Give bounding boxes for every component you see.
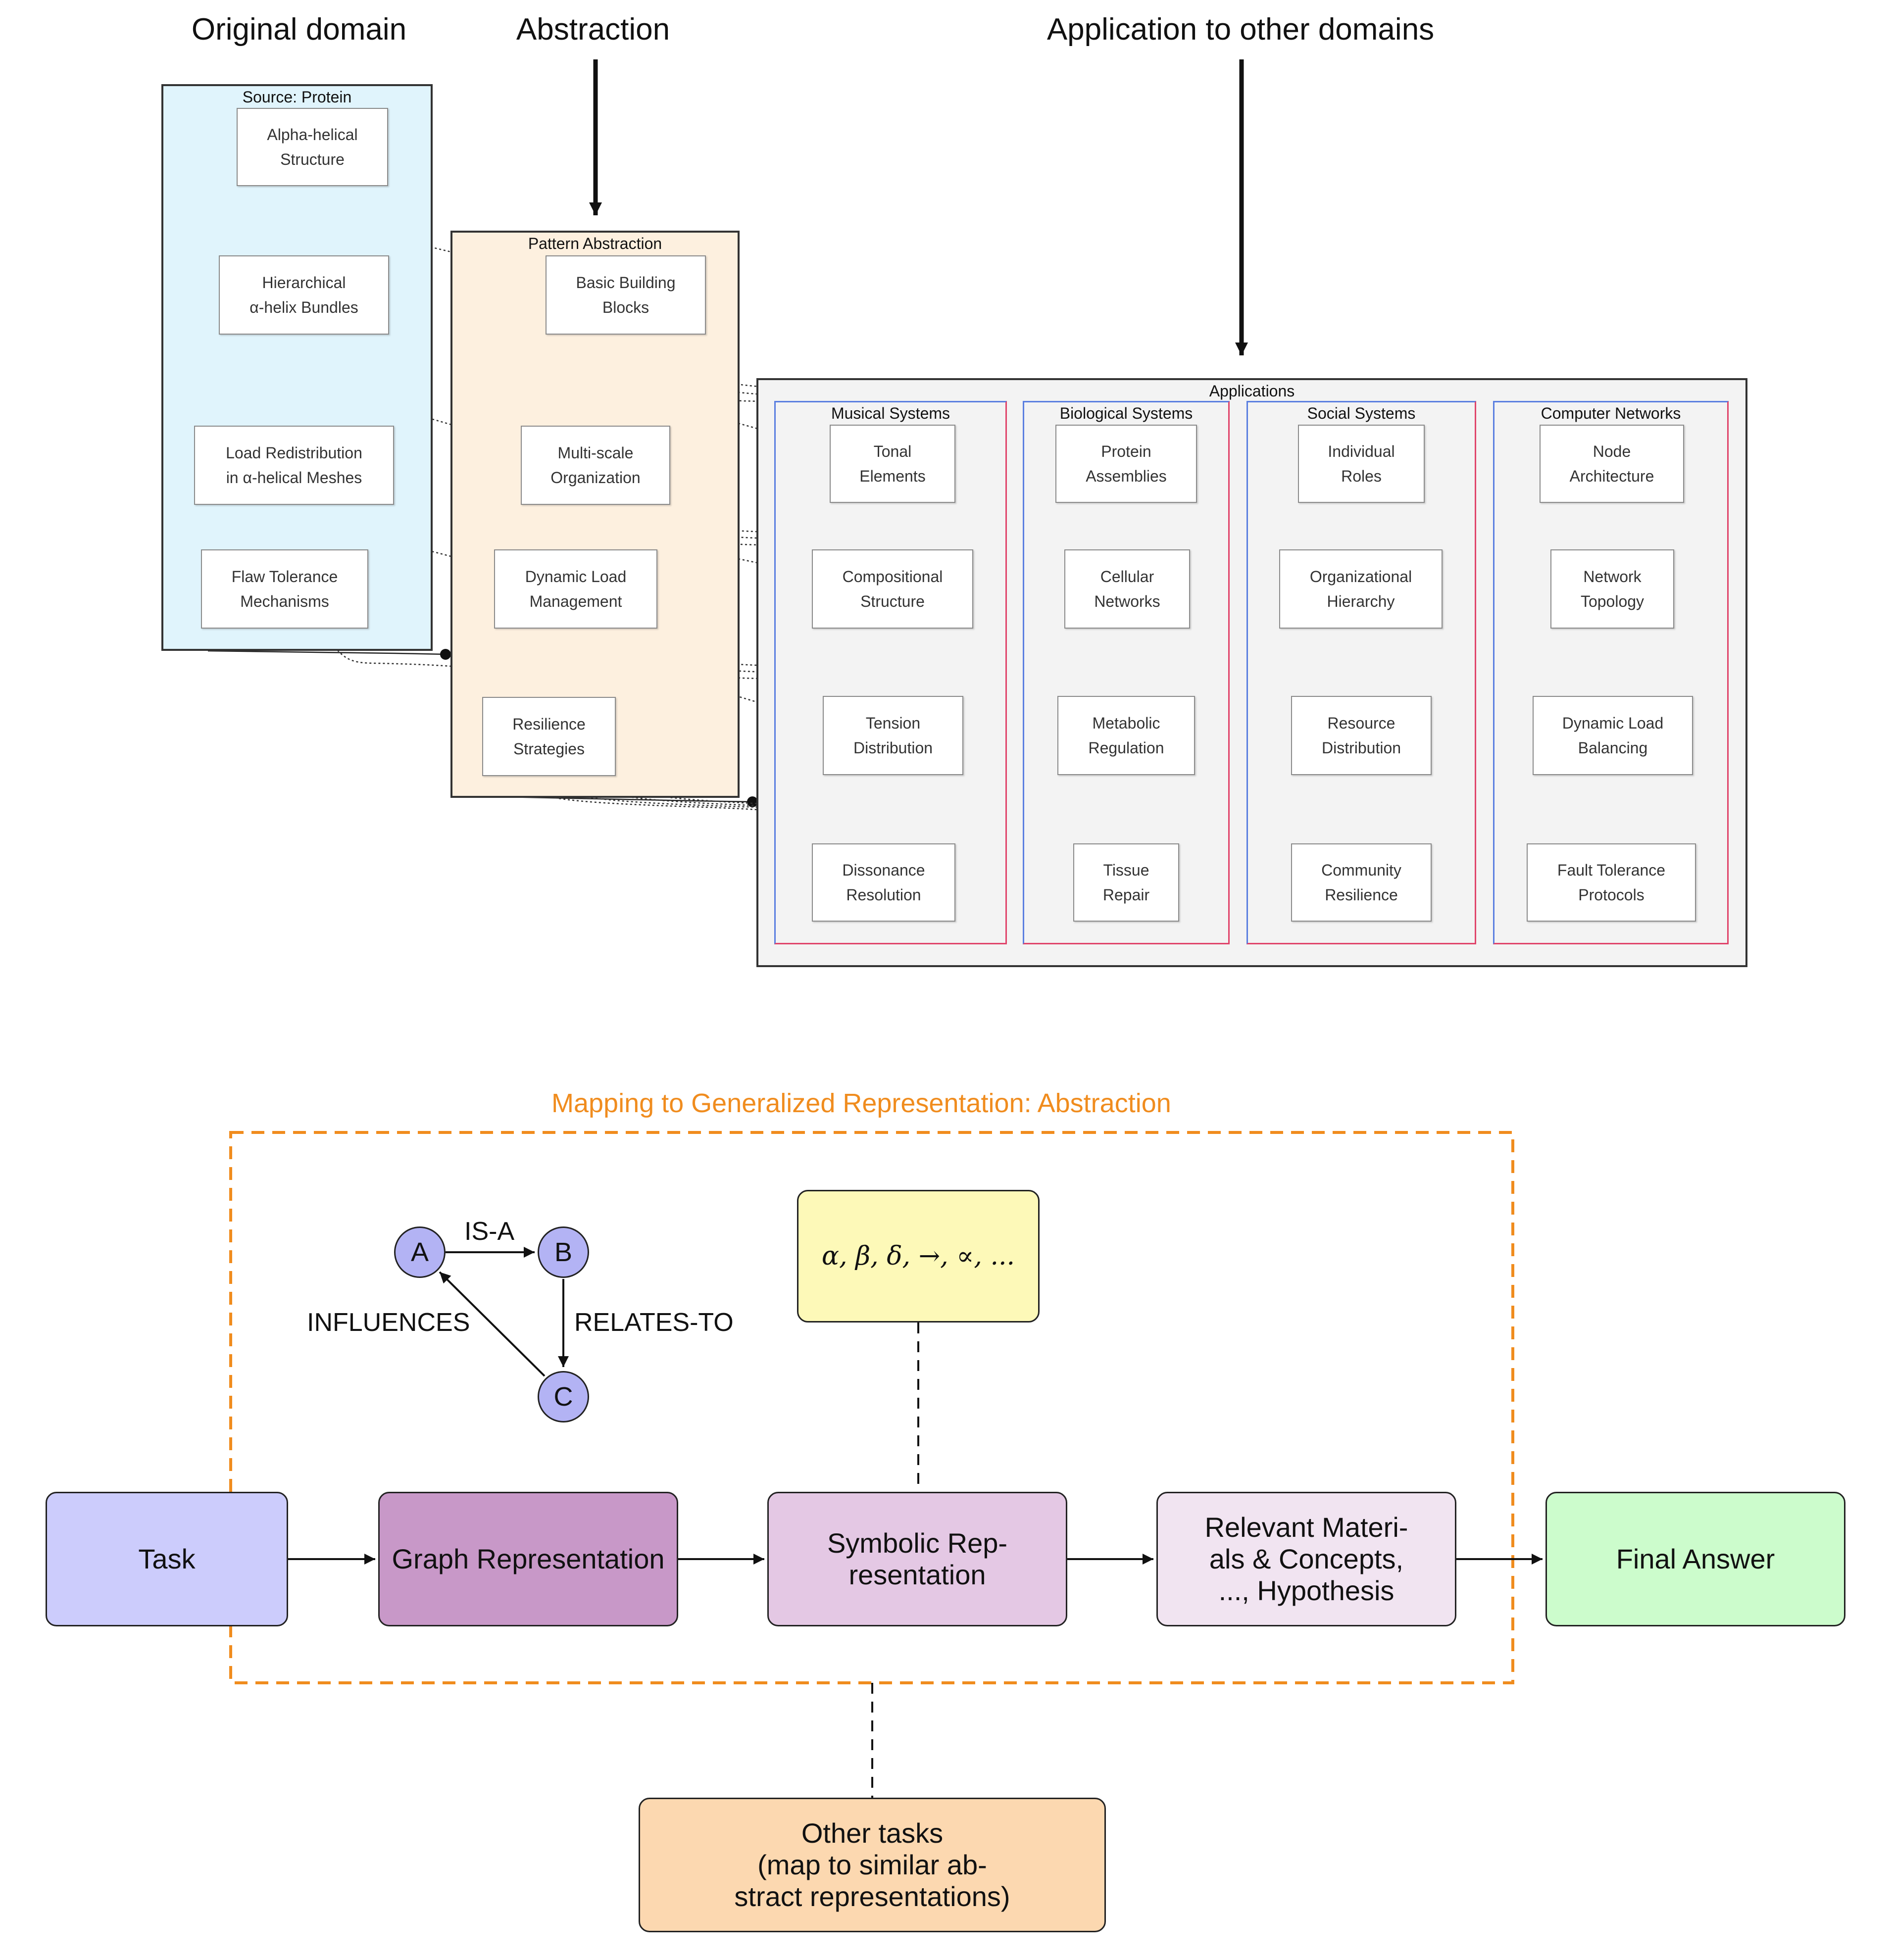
- symbol-box: α, β, δ, →, ∝, ...: [797, 1190, 1040, 1323]
- app-node: Resource Distribution: [1291, 696, 1432, 775]
- abstraction-node: Dynamic Load Management: [494, 549, 657, 629]
- graph-node-a: A: [394, 1226, 446, 1278]
- app-node: Organizational Hierarchy: [1279, 549, 1443, 629]
- app-node: Cellular Networks: [1064, 549, 1190, 629]
- mapping-dashed-box: [229, 1131, 1514, 1684]
- app-node: Network Topology: [1550, 549, 1674, 629]
- graph-node-c: C: [538, 1371, 589, 1422]
- header-original-domain: Original domain: [191, 12, 407, 47]
- edge-label-is-a: IS-A: [464, 1217, 515, 1246]
- graph-representation-box: Graph Representation: [378, 1492, 678, 1626]
- task-box: Task: [46, 1492, 288, 1626]
- column-title: Social Systems: [1307, 404, 1416, 422]
- header-abstraction: Abstraction: [516, 12, 670, 47]
- column-title: Musical Systems: [831, 404, 950, 422]
- column-social-systems: Social Systems: [1246, 401, 1476, 944]
- source-node: Load Redistribution in α-helical Meshes: [194, 426, 394, 505]
- mapping-title: Mapping to Generalized Representation: A…: [551, 1088, 1171, 1118]
- source-panel-title: Source: Protein: [242, 88, 352, 106]
- column-title: Biological Systems: [1059, 404, 1193, 422]
- edge-label-influences: INFLUENCES: [307, 1308, 470, 1337]
- app-node: Tension Distribution: [823, 696, 963, 775]
- abstraction-node: Resilience Strategies: [482, 697, 616, 776]
- app-node: Compositional Structure: [812, 549, 973, 629]
- symbolic-representation-box: Symbolic Rep- resentation: [767, 1492, 1067, 1626]
- app-node: Protein Assemblies: [1055, 425, 1197, 503]
- relevant-materials-box: Relevant Materi- als & Concepts, ..., Hy…: [1156, 1492, 1456, 1626]
- source-node: Hierarchical α-helix Bundles: [219, 255, 389, 335]
- app-node: Community Resilience: [1291, 843, 1432, 922]
- edge-influences: [439, 1271, 546, 1377]
- applications-panel-title: Applications: [1209, 382, 1295, 400]
- source-node: Flaw Tolerance Mechanisms: [201, 549, 368, 629]
- graph-node-b: B: [538, 1226, 589, 1278]
- column-biological-systems: Biological Systems: [1023, 401, 1230, 944]
- app-node: Dynamic Load Balancing: [1533, 696, 1693, 775]
- app-node: Tonal Elements: [830, 425, 955, 503]
- app-node: Dissonance Resolution: [812, 843, 955, 922]
- other-tasks-box: Other tasks (map to similar ab- stract r…: [639, 1798, 1106, 1932]
- column-title: Computer Networks: [1541, 404, 1681, 422]
- column-computer-networks: Computer Networks: [1493, 401, 1729, 944]
- source-node: Alpha-helical Structure: [237, 108, 388, 186]
- column-musical-systems: Musical Systems: [774, 401, 1007, 944]
- edge-label-relates-to: RELATES-TO: [574, 1308, 734, 1337]
- abstraction-node: Multi-scale Organization: [521, 426, 670, 505]
- abstraction-node: Basic Building Blocks: [546, 255, 706, 335]
- header-application: Application to other domains: [1046, 12, 1435, 47]
- abstraction-panel-title: Pattern Abstraction: [528, 235, 662, 252]
- app-node: Fault Tolerance Protocols: [1527, 843, 1696, 922]
- app-node: Node Architecture: [1540, 425, 1684, 503]
- app-node: Individual Roles: [1298, 425, 1425, 503]
- app-node: Tissue Repair: [1073, 843, 1179, 922]
- final-answer-box: Final Answer: [1545, 1492, 1845, 1626]
- app-node: Metabolic Regulation: [1057, 696, 1195, 775]
